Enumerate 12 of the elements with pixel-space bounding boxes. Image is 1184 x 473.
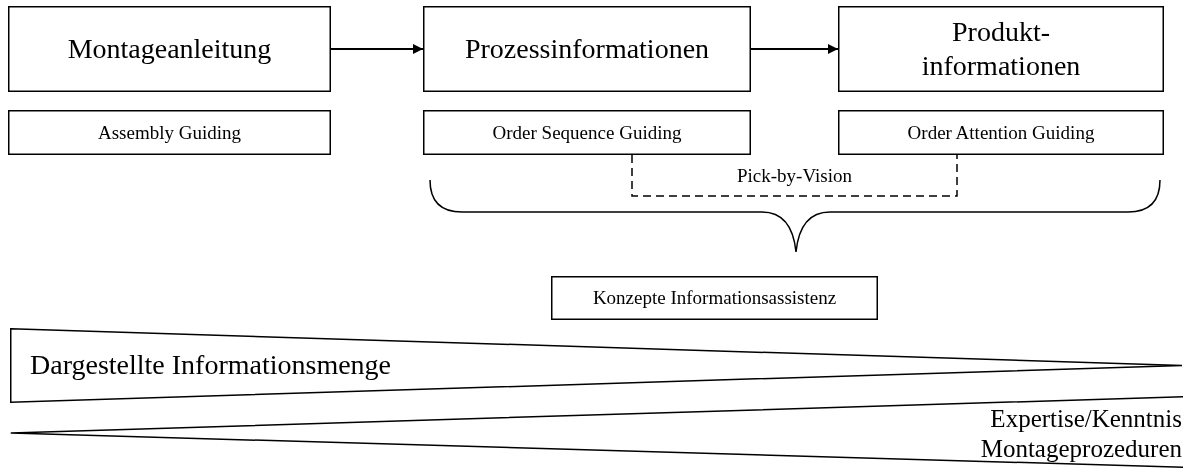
- box-title: Montageanleitung: [67, 32, 272, 66]
- box-title: Produkt- informationen: [920, 15, 1082, 83]
- wedge-label: Dargestellte Informationsmenge: [30, 348, 392, 382]
- box-label: Order Attention Guiding: [907, 121, 1095, 144]
- wedge-label: Expertise/Kenntnis Montageprozeduren: [979, 404, 1182, 464]
- arrow: [330, 44, 424, 54]
- box-title: Prozessinformationen: [464, 32, 710, 66]
- box-label: Order Sequence Guiding: [492, 121, 682, 144]
- box-label: Pick-by-Vision: [737, 164, 852, 188]
- arrow: [750, 44, 839, 54]
- box-label: Konzepte Informationsassistenz: [592, 286, 837, 310]
- box-label: Assembly Guiding: [98, 121, 241, 144]
